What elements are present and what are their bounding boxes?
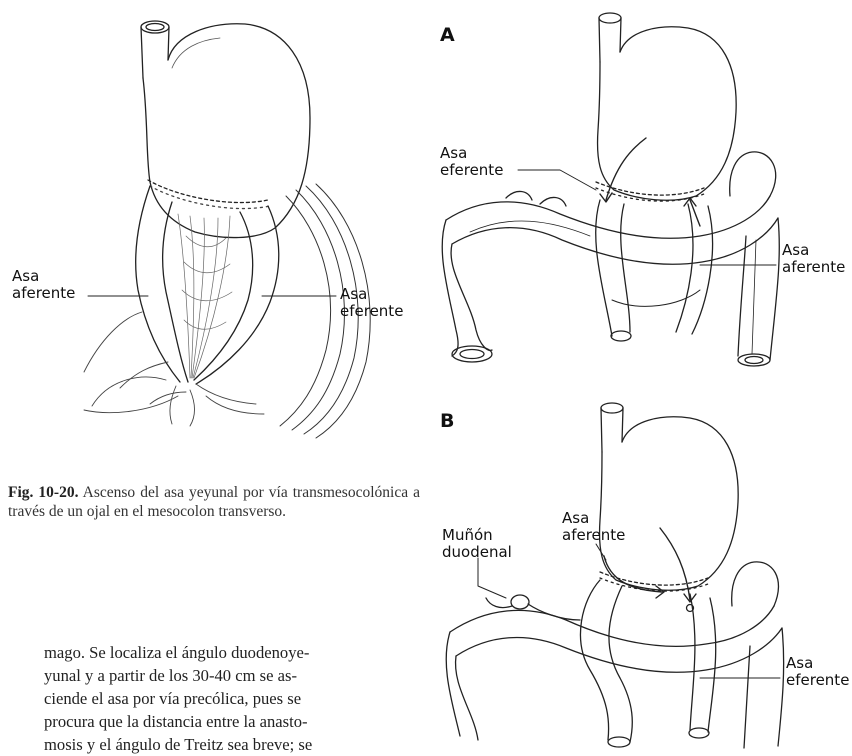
figure-number: Fig. 10-20.: [8, 484, 78, 501]
label-line: aferente: [782, 258, 845, 276]
body-line: yunal y a partir de los 30-40 cm se as-: [44, 664, 420, 687]
body-line: procura que la distancia entre la anasto…: [44, 710, 420, 733]
panel-b-letter: B: [440, 410, 454, 432]
label-line: Asa: [340, 285, 367, 303]
panel-b-afferent-label: Asa aferente: [562, 510, 625, 544]
label-line: eferente: [340, 302, 403, 320]
panel-a-afferent-label: Asa aferente: [782, 242, 845, 276]
label-line: Asa: [786, 654, 813, 672]
label-line: Asa: [440, 144, 467, 162]
panel-b-illustration: [446, 403, 783, 748]
panel-b-efferent-label: Asa eferente: [786, 655, 849, 689]
left-afferent-label: Asa aferente: [12, 268, 75, 302]
label-line: aferente: [562, 526, 625, 544]
body-paragraph: mago. Se localiza el ángulo duodenoye- y…: [44, 641, 420, 756]
left-stomach-figure: [84, 21, 370, 438]
label-line: Asa: [12, 267, 39, 285]
label-line: Asa: [562, 509, 589, 527]
label-line: duodenal: [442, 543, 512, 561]
label-line: aferente: [12, 284, 75, 302]
panel-a-efferent-label: Asa eferente: [440, 145, 503, 179]
label-line: eferente: [440, 161, 503, 179]
body-line: ciende el asa por vía precólica, pues se: [44, 687, 420, 710]
body-line: mago. Se localiza el ángulo duodenoye-: [44, 641, 420, 664]
label-line: Muñón: [442, 526, 493, 544]
panel-b-stump-label: Muñón duodenal: [442, 527, 512, 561]
label-line: eferente: [786, 671, 849, 689]
figure-caption: Fig. 10-20. Ascenso del asa yeyunal por …: [8, 483, 420, 521]
left-efferent-label: Asa eferente: [340, 286, 403, 320]
label-line: Asa: [782, 241, 809, 259]
panel-a-letter: A: [440, 24, 455, 46]
panel-a-illustration: [442, 13, 779, 366]
